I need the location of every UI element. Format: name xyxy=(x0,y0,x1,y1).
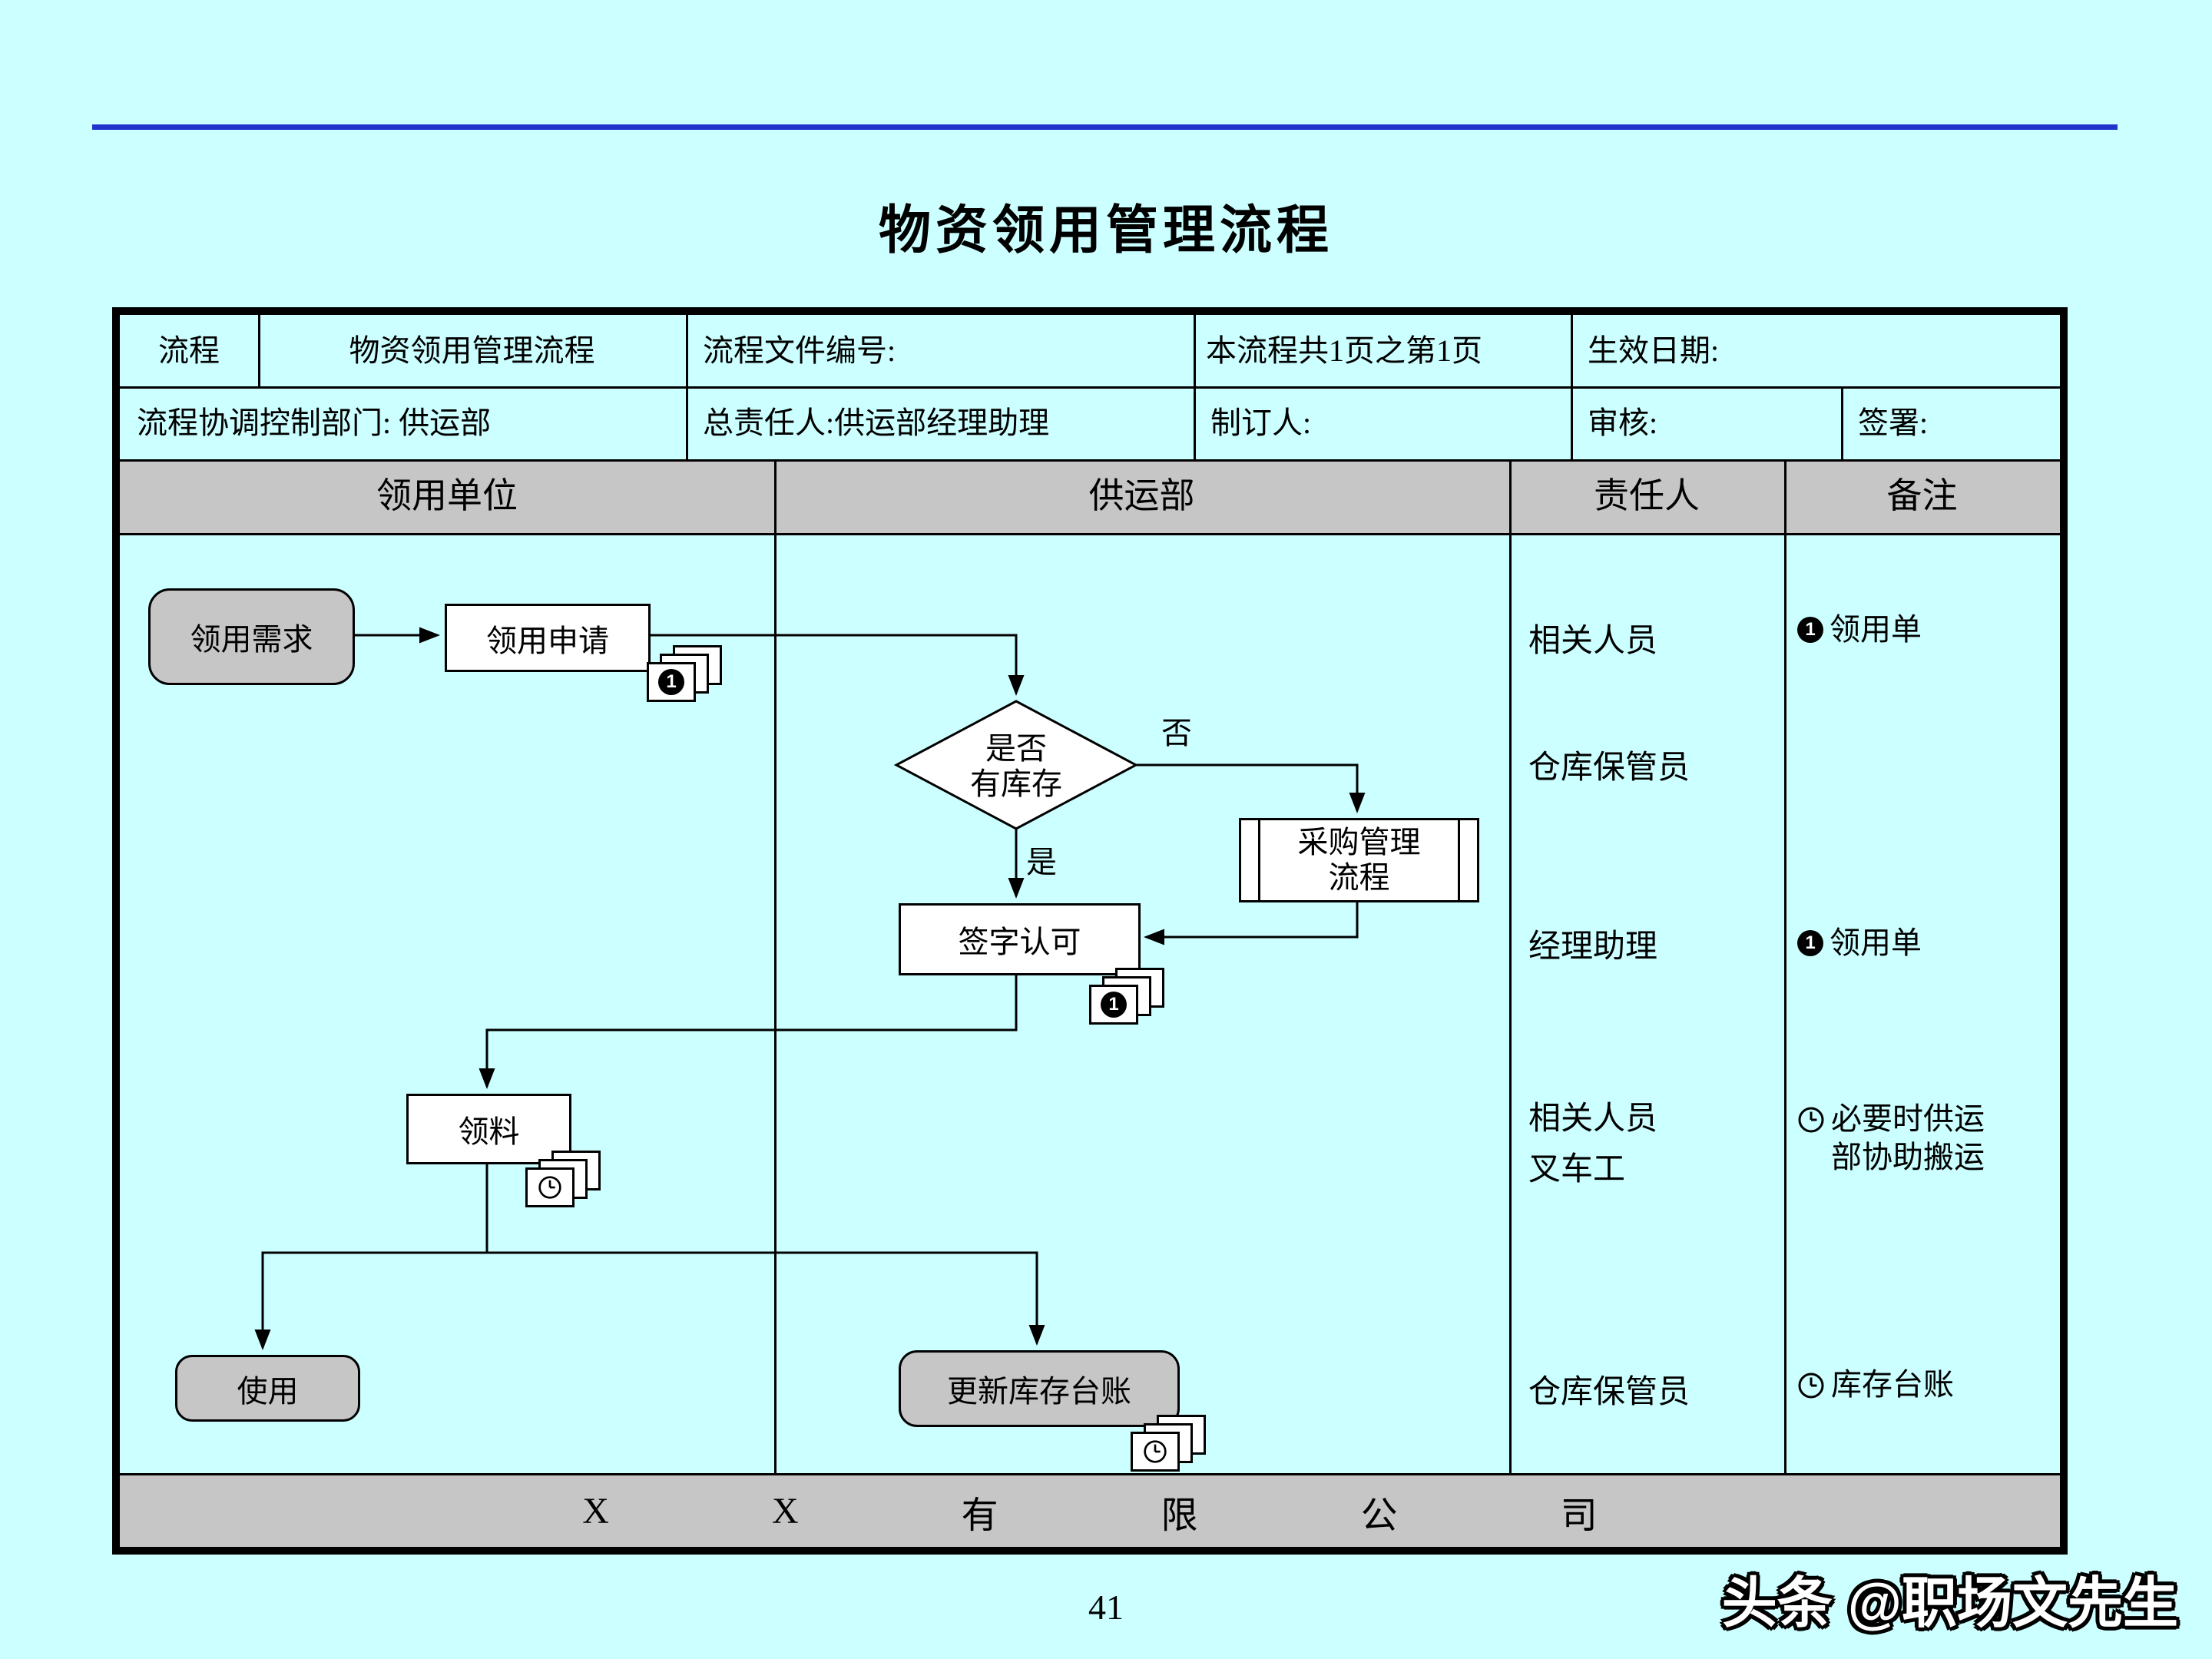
page-number: 41 xyxy=(1088,1588,1124,1627)
label-yes: 是 xyxy=(1026,845,1057,879)
note-text: 领用单 xyxy=(1830,926,1922,960)
badge-1-icon: 1 xyxy=(1797,930,1823,956)
node-use: 使用 xyxy=(175,1355,360,1422)
company-name-letter: X xyxy=(771,1491,799,1532)
responsible-item: 相关人员 xyxy=(1528,1101,1658,1137)
clock-icon xyxy=(538,1176,561,1199)
note-item: 必要时供运部协助搬运 xyxy=(1797,1100,2006,1177)
node-purchase-process: 采购管理 流程 xyxy=(1239,818,1479,902)
grid-vline xyxy=(686,315,688,386)
purchase-line1: 采购管理 xyxy=(1297,825,1421,859)
company-name-row: X X 有 限 公 司 xyxy=(120,1475,2060,1547)
grid-vline xyxy=(1784,459,1786,1473)
column-header-bar xyxy=(120,459,2060,533)
header-responsible: 责任人 xyxy=(1594,476,1700,515)
cell-review: 审核: xyxy=(1588,406,1658,440)
label-no: 否 xyxy=(1161,716,1192,750)
grid-vline xyxy=(258,315,260,386)
node-requisition-apply: 领用申请 xyxy=(445,604,651,672)
badge-1-icon: 1 xyxy=(1797,617,1823,643)
note-item: 库存台账 xyxy=(1797,1366,2006,1404)
note-item: 1 领用单 xyxy=(1797,924,2006,962)
responsible-item: 相关人员 xyxy=(1528,624,1658,659)
decision-line1: 是否 xyxy=(985,731,1047,766)
grid-vline xyxy=(1571,386,1573,459)
company-name-letter: 限 xyxy=(1161,1495,1198,1536)
doc-page: 1 xyxy=(1089,985,1138,1025)
cell-owner: 总责任人:供运部经理助理 xyxy=(703,406,1050,440)
node-requisition-need: 领用需求 xyxy=(148,588,355,685)
note-item: 1 领用单 xyxy=(1797,611,2006,649)
note-text: 库存台账 xyxy=(1831,1367,1954,1402)
company-name-letter: 有 xyxy=(961,1495,998,1536)
node-update-ledger: 更新库存台账 xyxy=(899,1350,1180,1427)
company-name-letter: 司 xyxy=(1560,1495,1598,1536)
watermark: 头条 @职场文先生 xyxy=(1721,1573,2178,1634)
doc-page: 1 xyxy=(647,662,696,702)
cell-doc-number: 流程文件编号: xyxy=(703,333,896,368)
company-name-letter: X xyxy=(582,1491,609,1532)
document-stack-icon: 1 xyxy=(647,645,724,711)
company-name-letter: 公 xyxy=(1360,1495,1398,1536)
cell-process-label: 流程 xyxy=(158,333,220,368)
document-stack-icon: 1 xyxy=(1089,968,1166,1034)
page-title: 物资领用管理流程 xyxy=(878,201,1333,260)
header-requesting-unit: 领用单位 xyxy=(376,476,518,515)
responsible-item: 仓库保管员 xyxy=(1528,750,1690,786)
title-divider xyxy=(92,124,2118,130)
document-stack-icon xyxy=(1131,1415,1207,1481)
node-pick-material: 领料 xyxy=(406,1094,571,1164)
grid-hline xyxy=(120,459,2060,462)
cell-author: 制订人: xyxy=(1210,406,1312,440)
cell-effective-date: 生效日期: xyxy=(1588,333,1720,368)
responsible-item: 仓库保管员 xyxy=(1528,1375,1690,1410)
grid-vline xyxy=(1194,315,1196,386)
badge-1-icon: 1 xyxy=(1101,992,1127,1018)
grid-vline xyxy=(1841,386,1843,459)
badge-1-icon: 1 xyxy=(658,669,684,695)
doc-page xyxy=(525,1167,575,1207)
clock-icon xyxy=(1144,1440,1167,1463)
cell-sign: 签署: xyxy=(1858,406,1929,440)
node-sign-approve: 签字认可 xyxy=(899,903,1141,975)
node-decision-stock: 是否 有库存 xyxy=(896,731,1136,802)
grid-vline xyxy=(774,459,777,1473)
decision-diamond-shape xyxy=(893,700,1139,830)
header-supply-dept: 供运部 xyxy=(1088,476,1195,515)
header-notes: 备注 xyxy=(1886,476,1958,515)
footer-bar-bg xyxy=(120,1473,2060,1547)
grid-hline xyxy=(120,533,2060,535)
grid-vline xyxy=(1571,315,1573,386)
doc-page xyxy=(1131,1432,1180,1472)
responsible-item: 经理助理 xyxy=(1528,929,1658,965)
cell-control-dept: 流程协调控制部门: 供运部 xyxy=(137,406,492,440)
responsible-item: 叉车工 xyxy=(1528,1152,1626,1187)
decision-line2: 有库存 xyxy=(970,767,1062,801)
note-text: 领用单 xyxy=(1830,612,1922,647)
note-text: 必要时供运部协助搬运 xyxy=(1831,1101,1985,1174)
grid-vline xyxy=(1194,386,1196,459)
cell-process-name: 物资领用管理流程 xyxy=(349,333,595,368)
document-stack-icon xyxy=(525,1151,602,1217)
grid-vline xyxy=(686,386,688,459)
cell-pages: 本流程共1页之第1页 xyxy=(1206,333,1482,368)
clock-icon xyxy=(1798,1373,1824,1399)
purchase-line2: 流程 xyxy=(1328,860,1390,895)
grid-hline xyxy=(120,386,2060,389)
clock-icon xyxy=(1798,1107,1824,1133)
grid-hline xyxy=(120,1473,2060,1475)
grid-vline xyxy=(1509,459,1512,1473)
